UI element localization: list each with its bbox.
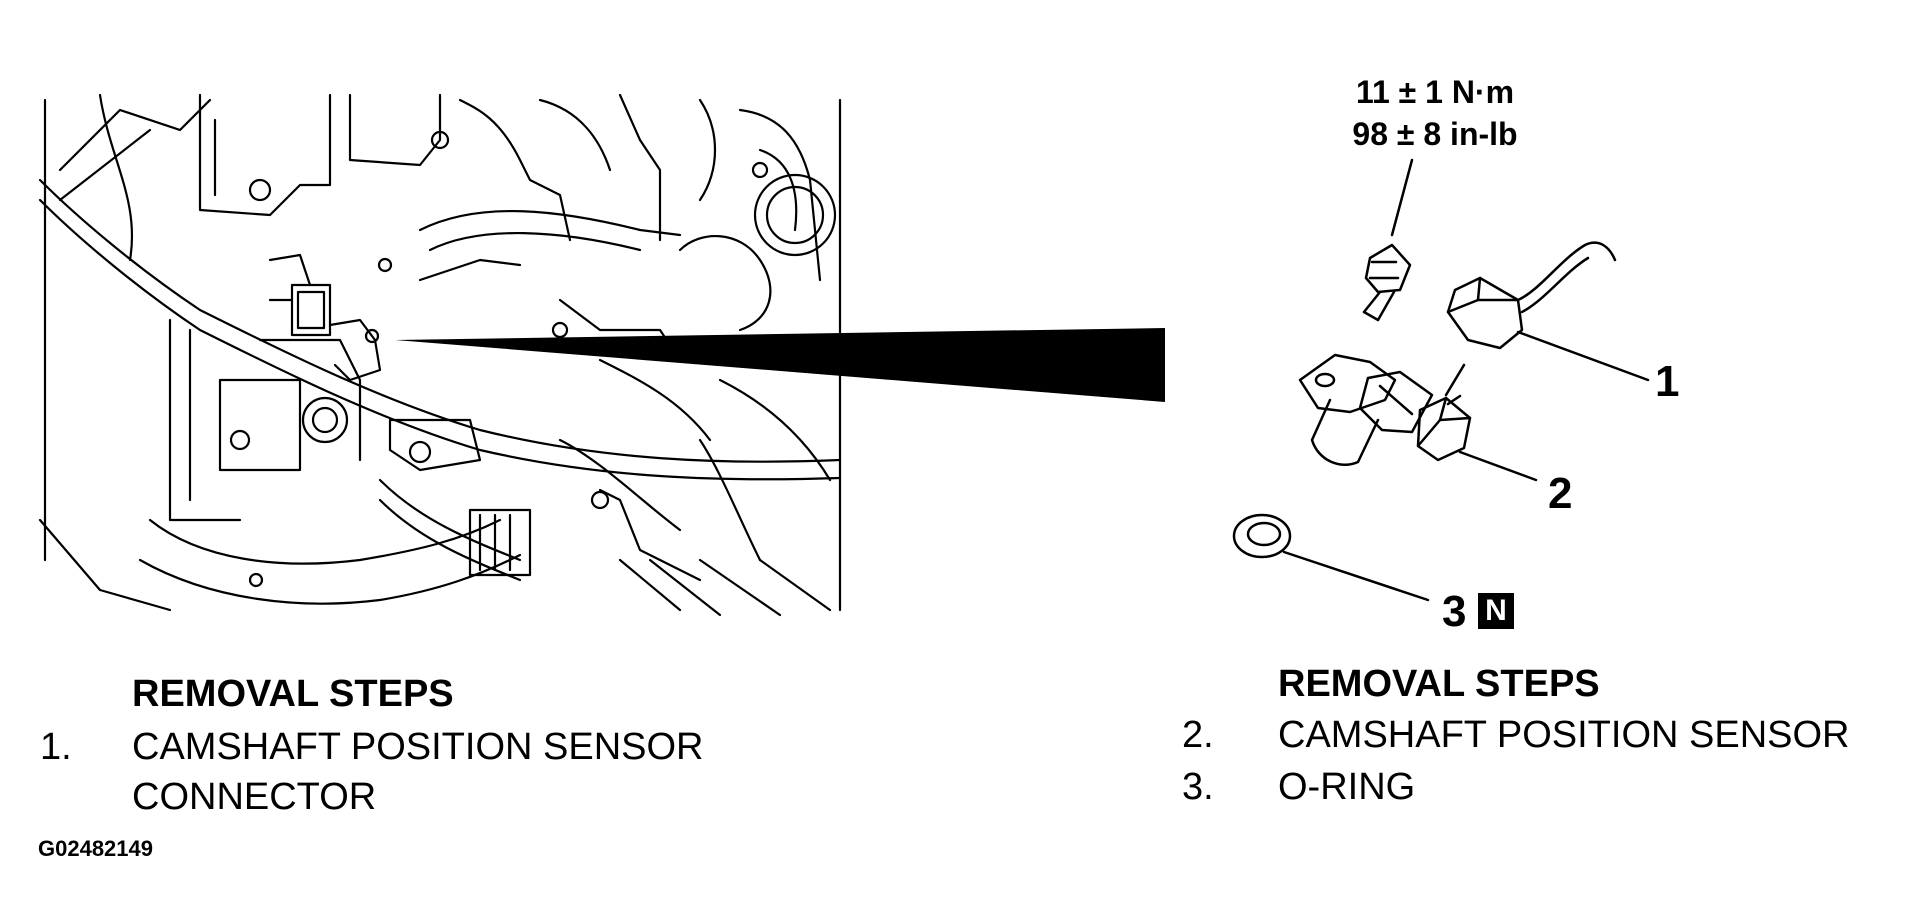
right-step-3-num: 3.	[1182, 766, 1214, 808]
right-step-2-num: 2.	[1182, 714, 1214, 756]
camshaft-sensor	[1298, 353, 1472, 467]
o-ring	[1232, 513, 1292, 559]
right-steps-heading: REMOVAL STEPS	[1278, 663, 1600, 705]
figure-id: G02482149	[38, 836, 153, 861]
bolt	[1362, 243, 1412, 322]
left-steps-heading: REMOVAL STEPS	[132, 673, 454, 715]
callout-1: 1	[1655, 357, 1680, 406]
pointer-wedge	[395, 328, 1165, 402]
right-step-3-text: O-RING	[1278, 766, 1416, 808]
torque-imperial: 98 ± 8 in-lb	[1352, 116, 1518, 152]
left-step-1-text-line1: CAMSHAFT POSITION SENSOR	[132, 726, 704, 768]
torque-metric: 11 ± 1 N·m	[1355, 74, 1515, 110]
left-step-1-text-line2: CONNECTOR	[132, 776, 377, 818]
new-part-badge: N	[1478, 593, 1514, 629]
left-step-1-num: 1.	[40, 726, 72, 768]
callout-2: 2	[1548, 469, 1573, 518]
right-step-2-text: CAMSHAFT POSITION SENSOR	[1278, 714, 1850, 756]
callout-3: 3	[1442, 587, 1467, 636]
connector-plug	[1446, 241, 1617, 350]
